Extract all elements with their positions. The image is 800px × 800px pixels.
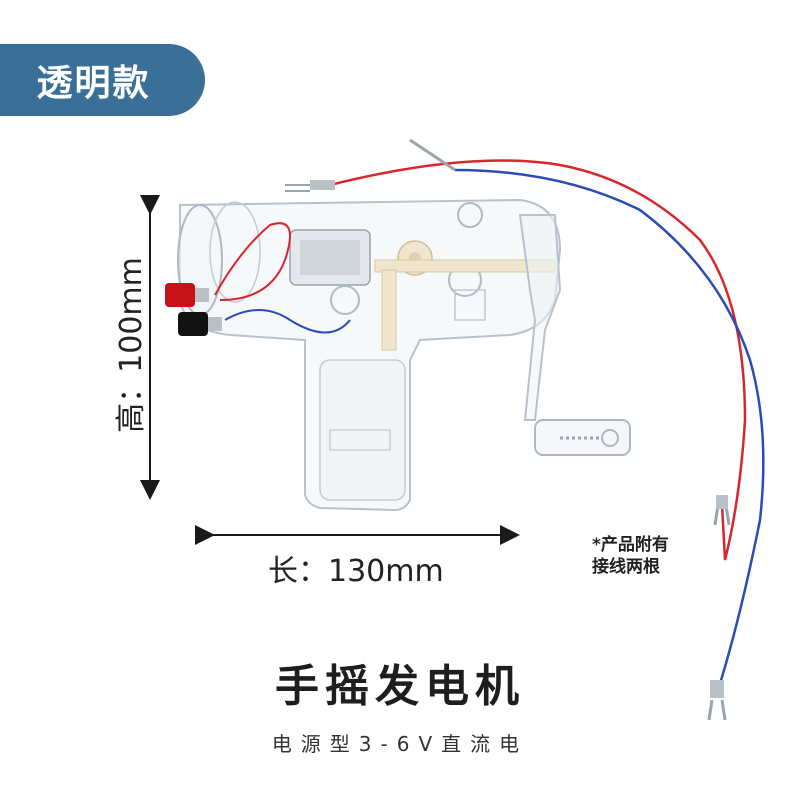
- height-label: 高：100mm: [114, 257, 149, 433]
- length-label: 长：130mm: [268, 554, 444, 589]
- generator-body: [177, 198, 631, 512]
- note-line-2: 接线两根: [592, 557, 660, 577]
- terminal-red: [165, 283, 209, 307]
- accessory-note: *产品附有 接线两根: [592, 534, 702, 578]
- connecting-wires: [285, 138, 765, 721]
- product-subtitle: 电源型3-6V直流电: [271, 732, 529, 756]
- note-line-1: *产品附有: [592, 535, 669, 555]
- style-badge: 透明款: [0, 44, 205, 116]
- terminal-black: [178, 312, 222, 336]
- crank-handle: [534, 419, 631, 456]
- product-title: 手摇发电机: [275, 661, 525, 712]
